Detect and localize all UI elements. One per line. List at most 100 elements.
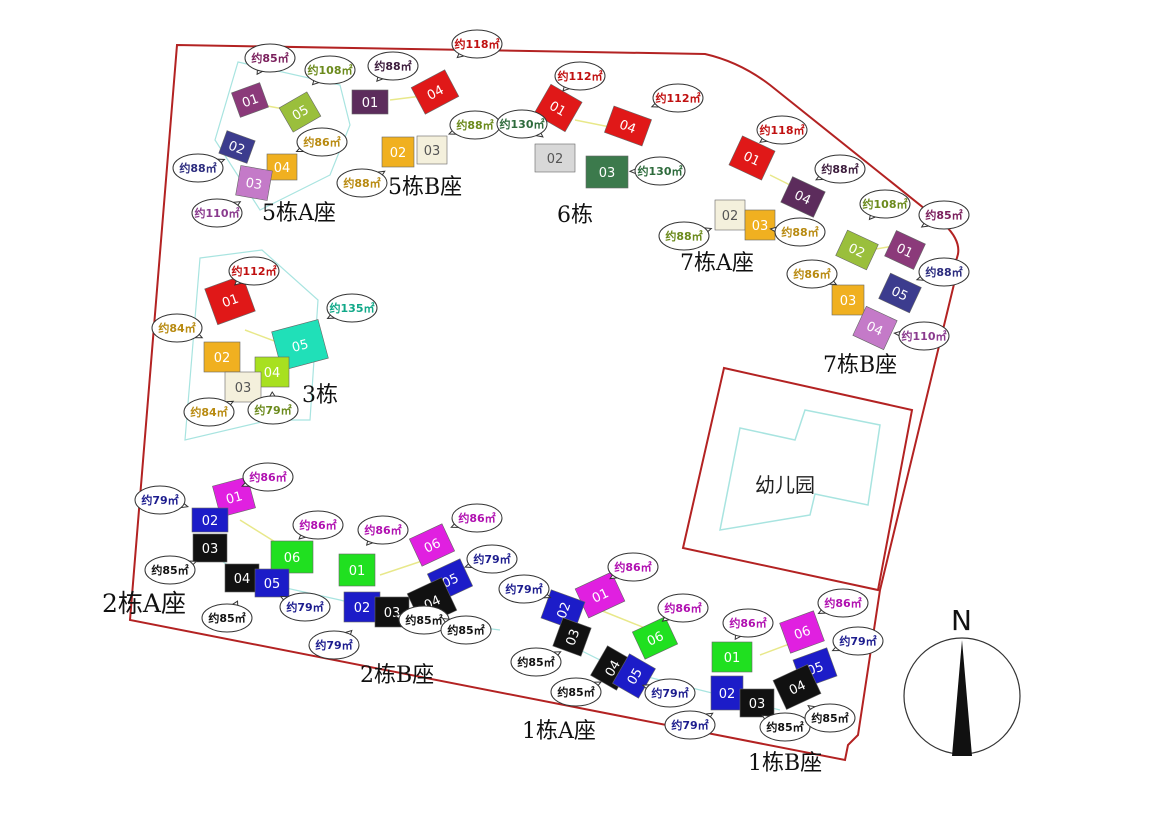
- unit-area: 约86㎡: [299, 518, 336, 532]
- unit-area: 约79㎡: [254, 403, 291, 417]
- unit-block: 06: [408, 523, 456, 567]
- callout-bubble: [498, 574, 550, 604]
- unit-area: 约135㎡: [330, 301, 375, 315]
- area-callout: 约88㎡: [915, 257, 970, 287]
- area-callout: 约88㎡: [367, 51, 419, 82]
- unit-number: 05: [889, 284, 910, 305]
- area-callout: 约85㎡: [393, 605, 450, 635]
- area-callout: 约88㎡: [814, 154, 866, 184]
- unit-block: 03: [585, 155, 629, 189]
- unit-shape: [410, 69, 460, 115]
- unit-shape: [779, 610, 825, 654]
- unit-number: 05: [264, 577, 281, 592]
- building-name: 2栋A座: [102, 589, 186, 618]
- unit-area: 约112㎡: [558, 69, 603, 83]
- area-callout: 约108㎡: [859, 189, 911, 221]
- unit-block: 04: [852, 305, 898, 351]
- unit-area: 约79㎡: [839, 634, 876, 648]
- unit-shape: [278, 91, 322, 133]
- unit-shape: [710, 675, 744, 711]
- kindergarten-label: 幼儿园: [755, 473, 815, 497]
- callout-bubble: [144, 555, 196, 585]
- callout-bubble: [191, 198, 243, 228]
- area-callout: 约79㎡: [831, 626, 884, 656]
- callout-bubble: [440, 615, 492, 645]
- unit-number: 02: [555, 600, 575, 621]
- unit-number: 04: [792, 188, 813, 209]
- unit-block: 03: [744, 209, 776, 241]
- unit-shape: [552, 617, 592, 657]
- callout-bubble: [244, 43, 296, 73]
- area-callout: 约118㎡: [756, 115, 808, 145]
- unit-block: 02: [710, 675, 744, 711]
- unit-number: 04: [274, 161, 291, 176]
- unit-area: 约79㎡: [671, 718, 708, 732]
- unit-block: 03: [235, 165, 273, 201]
- unit-area: 约86㎡: [364, 523, 401, 537]
- unit-shape: [254, 568, 290, 598]
- north-arrow-icon: [952, 640, 972, 756]
- unit-number: 06: [422, 536, 443, 557]
- unit-number: 01: [724, 651, 741, 666]
- callout-bubble: [634, 156, 686, 186]
- area-callout: 约86㎡: [450, 503, 503, 533]
- unit-number: 01: [220, 292, 241, 312]
- unit-block: 04: [224, 563, 260, 593]
- callout-bubble: [657, 593, 709, 623]
- unit-number: 02: [354, 601, 371, 616]
- callout-bubble: [664, 710, 716, 740]
- building-name: 3栋: [302, 383, 338, 408]
- area-callout: 约112㎡: [650, 83, 704, 113]
- unit-area: 约112㎡: [232, 264, 277, 278]
- unit-area: 约85㎡: [517, 655, 554, 669]
- unit-block: 04: [410, 69, 460, 115]
- unit-area: 约85㎡: [925, 208, 962, 222]
- unit-area: 约108㎡: [863, 197, 908, 211]
- unit-shape: [343, 591, 381, 623]
- unit-number: 05: [290, 103, 312, 124]
- unit-number: 03: [424, 144, 441, 159]
- callout-bubble: [308, 630, 360, 660]
- callout-bubble: [201, 603, 253, 633]
- unit-number: 02: [202, 514, 219, 529]
- unit-block: 01: [231, 82, 269, 118]
- unit-number: 04: [264, 366, 281, 381]
- unit-block: 03: [224, 371, 262, 403]
- unit-number: 05: [625, 666, 646, 688]
- unit-area: 约79㎡: [286, 600, 323, 614]
- unit-area: 约79㎡: [141, 493, 178, 507]
- unit-area: 约84㎡: [190, 405, 227, 419]
- unit-shape: [204, 274, 256, 326]
- unit-shape: [780, 176, 826, 218]
- building-name: 1栋A座: [522, 719, 596, 744]
- area-callout: 约86㎡: [295, 127, 348, 157]
- callout-bubble: [357, 515, 409, 545]
- unit-block: 03: [831, 284, 865, 316]
- area-callout: 约86㎡: [817, 588, 869, 618]
- unit-shape: [270, 540, 314, 574]
- unit-block: 01: [728, 135, 776, 181]
- unit-block: 01: [204, 274, 256, 326]
- unit-number: 04: [234, 572, 251, 587]
- unit-area: 约88㎡: [374, 59, 411, 73]
- callout-bubble: [832, 626, 884, 656]
- area-callout: 约88㎡: [172, 153, 226, 183]
- callout-bubble: [607, 552, 659, 582]
- unit-number: 01: [894, 241, 915, 262]
- callout-bubble: [804, 703, 856, 733]
- unit-block: 01: [212, 476, 256, 518]
- unit-block: 01: [884, 230, 926, 270]
- unit-number: 01: [741, 149, 762, 170]
- unit-number: 02: [214, 351, 231, 366]
- unit-shape: [585, 155, 629, 189]
- unit-shape: [744, 209, 776, 241]
- unit-shape: [534, 143, 576, 173]
- unit-area: 约85㎡: [811, 711, 848, 725]
- unit-shape: [739, 688, 775, 718]
- unit-shape: [714, 199, 746, 231]
- unit-shape: [878, 272, 922, 314]
- unit-block: 01: [574, 571, 626, 619]
- unit-number: 02: [390, 146, 407, 161]
- unit-shape: [203, 341, 241, 373]
